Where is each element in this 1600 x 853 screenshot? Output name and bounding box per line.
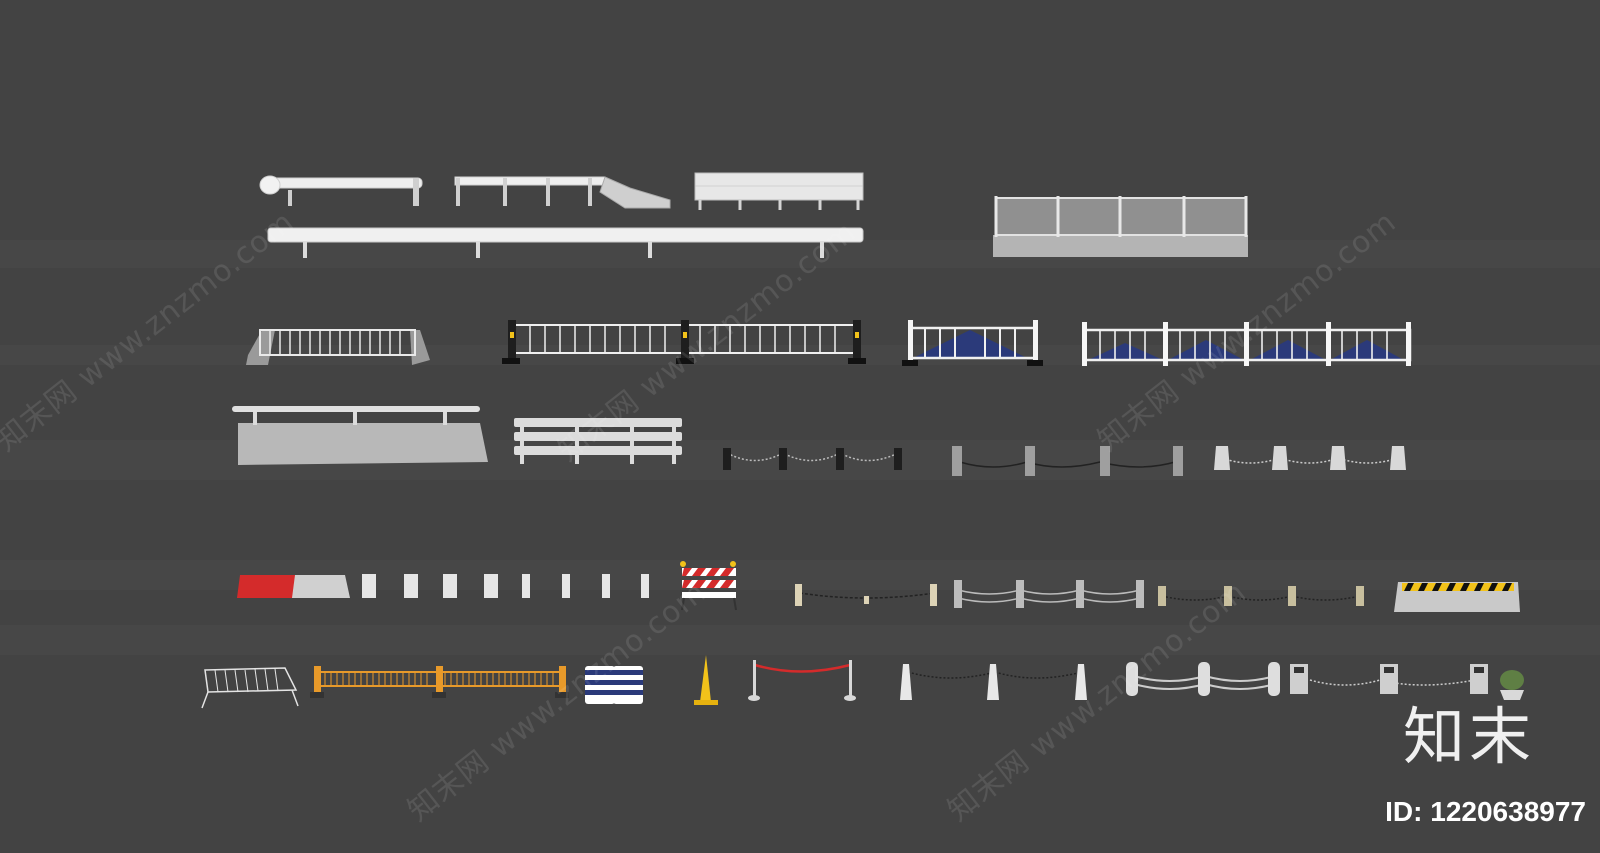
- stanchion-red-rope: [748, 660, 856, 701]
- chain-link-fence-on-base: [993, 196, 1248, 257]
- w-beam-guardrail-long: [267, 227, 864, 258]
- guardrail-end-terminal: [259, 175, 423, 206]
- water-filled-barriers-red-white: [237, 575, 350, 598]
- wire-mesh-guardrail-panel: [694, 172, 864, 210]
- chain-bollards-black: [723, 448, 902, 470]
- municipal-fence-blue-triangles-long: [1082, 322, 1412, 366]
- steel-railing-on-concrete-feet: [246, 329, 430, 365]
- municipal-fence-blue-triangles-short: [902, 320, 1043, 366]
- model-id-value: 1220638977: [1430, 796, 1586, 827]
- striped-road-work-barricade: [680, 561, 737, 611]
- model-id-label: ID:: [1385, 796, 1423, 827]
- chain-bollards-concrete: [952, 446, 1183, 476]
- steel-bollard-chain: [954, 580, 1144, 608]
- municipal-fence-black-posts: [502, 320, 866, 364]
- large-post-chain: [1126, 662, 1280, 696]
- guardrail-flared-end: [454, 176, 671, 209]
- short-bollard-rope: [1158, 586, 1364, 606]
- chain-bollards-white: [1214, 446, 1406, 470]
- orange-fence: [310, 666, 569, 698]
- brand-mark: 知末: [1402, 700, 1535, 773]
- white-post-chain: [900, 664, 1087, 700]
- concrete-barrier-with-rail: [232, 406, 488, 465]
- model-id: ID: 1220638977: [1385, 796, 1586, 828]
- wooden-bollard-chain: [795, 584, 937, 606]
- triple-beam-rail: [514, 418, 682, 464]
- traffic-cone: [694, 655, 718, 705]
- crowd-control-barrier: [201, 667, 299, 709]
- hazard-striped-concrete-barrier: [1394, 582, 1520, 612]
- lamp-post-chain-with-planter: [1290, 664, 1524, 700]
- blue-water-barrels: [585, 666, 643, 704]
- small-concrete-blocks: [362, 574, 649, 598]
